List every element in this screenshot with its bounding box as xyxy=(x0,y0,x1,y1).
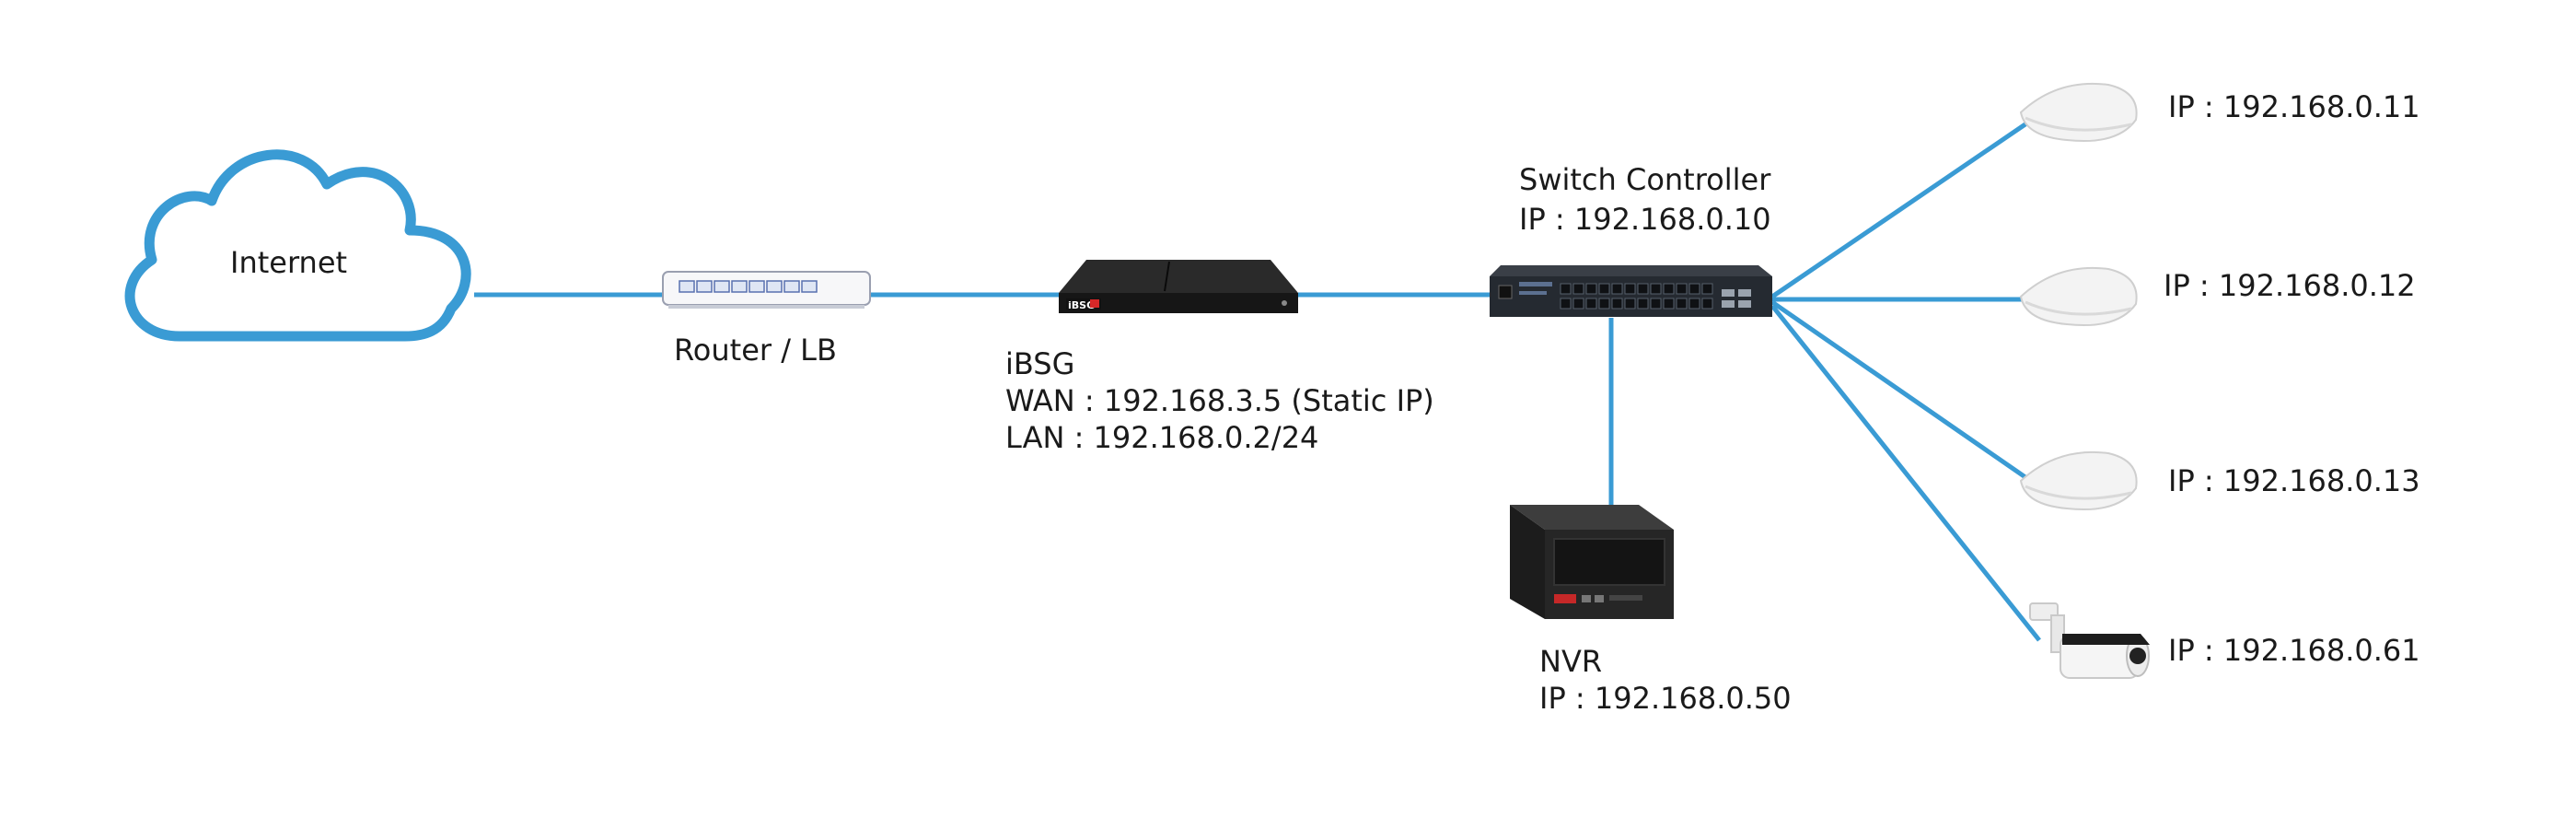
endpoint-ip-label: IP : 192.168.0.12 xyxy=(2164,268,2416,303)
ibsg-name: iBSG xyxy=(1005,346,1075,381)
switch-port xyxy=(1585,283,1597,295)
switch-port xyxy=(1572,298,1584,310)
connection-lines xyxy=(474,115,2041,642)
switch-port xyxy=(1676,298,1688,310)
switch-port xyxy=(1637,283,1649,295)
cloud-icon xyxy=(124,149,471,342)
switch-port xyxy=(1701,283,1713,295)
access-point-icon xyxy=(2019,450,2138,511)
internet-label: Internet xyxy=(230,245,348,280)
ibsg-device-icon: iBSG xyxy=(1059,260,1298,313)
switch-port xyxy=(1560,298,1572,310)
endpoint-ip-label: IP : 192.168.0.13 xyxy=(2168,463,2420,498)
nvr-device-icon xyxy=(1510,505,1674,619)
switch-port xyxy=(1663,298,1675,310)
switch-port xyxy=(1650,298,1662,310)
switch-port xyxy=(1663,283,1675,295)
link-switch-ap3 xyxy=(1770,299,2036,486)
access-point-icon xyxy=(2019,82,2138,143)
switch-port xyxy=(1624,283,1636,295)
switch-port xyxy=(1611,298,1623,310)
switch-port xyxy=(1637,298,1649,310)
router-label: Router / LB xyxy=(674,333,837,368)
switch-port xyxy=(1650,283,1662,295)
switch-ip: IP : 192.168.0.10 xyxy=(1519,202,1771,237)
endpoint-ip-label: IP : 192.168.0.61 xyxy=(2168,633,2420,668)
switch-port xyxy=(1676,283,1688,295)
ibsg-wan: WAN : 192.168.3.5 (Static IP) xyxy=(1005,383,1434,418)
switch-port xyxy=(1585,298,1597,310)
switch-port xyxy=(1598,298,1610,310)
switch-port xyxy=(1701,298,1713,310)
switch-port xyxy=(1598,283,1610,295)
switch-name: Switch Controller xyxy=(1519,162,1771,197)
switch-port xyxy=(1688,283,1700,295)
switch-port xyxy=(1572,283,1584,295)
ibsg-lan: LAN : 192.168.0.2/24 xyxy=(1005,420,1319,455)
endpoint-ip-label: IP : 192.168.0.11 xyxy=(2168,89,2420,124)
switch-port xyxy=(1611,283,1623,295)
link-switch-ap1 xyxy=(1770,115,2036,299)
nvr-ip: IP : 192.168.0.50 xyxy=(1539,681,1792,716)
link-switch-camera xyxy=(1770,304,2041,642)
switch-device-icon xyxy=(1490,265,1772,317)
router-icon xyxy=(662,271,871,309)
switch-port xyxy=(1624,298,1636,310)
camera-icon xyxy=(2029,602,2150,679)
switch-port xyxy=(1560,283,1572,295)
switch-ports xyxy=(1560,283,1713,310)
nvr-name: NVR xyxy=(1539,644,1603,679)
access-point-icon xyxy=(2019,266,2138,327)
ibsg-badge: iBSG xyxy=(1068,299,1095,311)
switch-port xyxy=(1688,298,1700,310)
